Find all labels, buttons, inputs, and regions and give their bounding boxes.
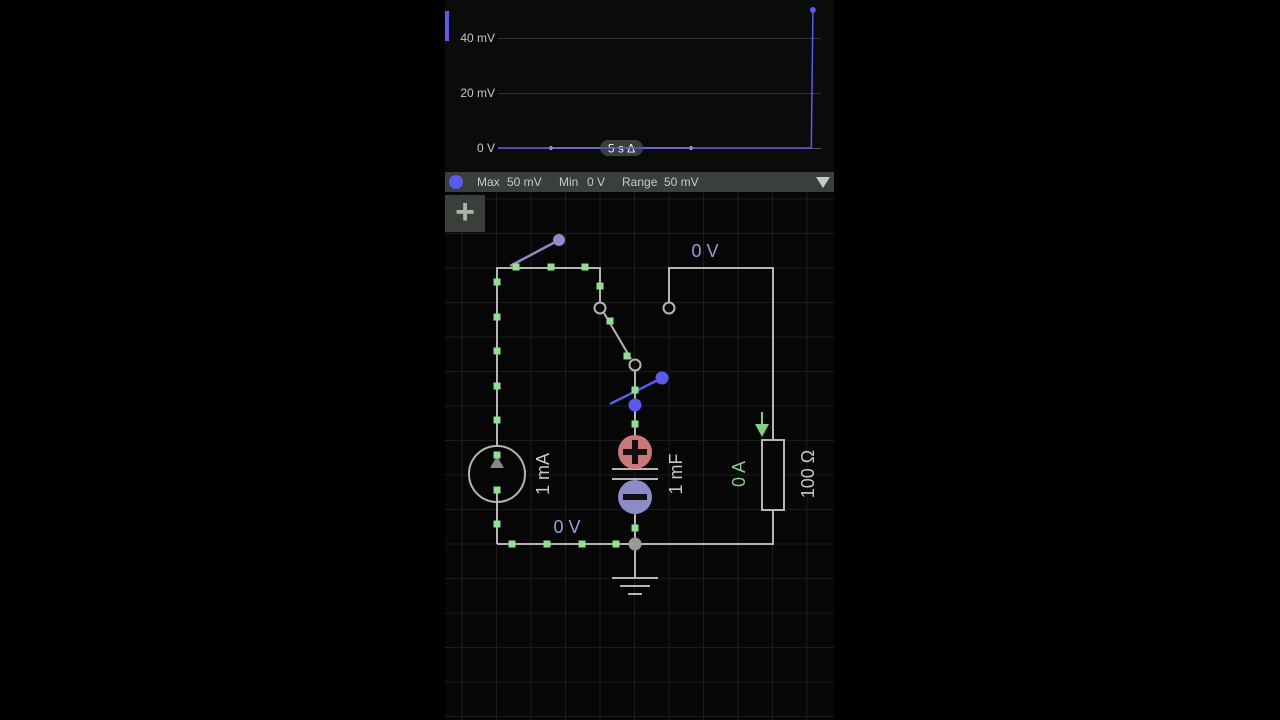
- switch-contact: [662, 301, 676, 315]
- current-flow-dot: [606, 317, 614, 325]
- y-tick-0v: 0 V: [476, 141, 495, 155]
- scope-channel-marker: [445, 11, 449, 41]
- max-label: Max: [477, 175, 500, 189]
- current-flow-dot: [493, 486, 501, 494]
- switch-handle-top: [553, 234, 565, 246]
- switch-lever-top: [509, 238, 560, 268]
- add-component-button[interactable]: +: [445, 195, 485, 232]
- current-flow-dot: [631, 420, 639, 428]
- oscilloscope-panel[interactable]: 40 mV 20 mV 0 V 5 s Δ: [445, 0, 834, 171]
- top-node-voltage: 0 V: [691, 241, 718, 261]
- y-tick-20mv: 20 mV: [460, 86, 495, 100]
- min-label: Min: [559, 175, 579, 189]
- current-flow-dot: [493, 278, 501, 286]
- current-flow-dot: [612, 540, 620, 548]
- wire-right-top: [668, 267, 774, 440]
- current-flow-dot: [493, 347, 501, 355]
- current-flow-dot: [578, 540, 586, 548]
- resistor-current: 0 A: [729, 461, 749, 487]
- min-value: 0 V: [587, 175, 606, 189]
- resistor-symbol: [761, 439, 785, 511]
- scope-trace-head: [809, 7, 816, 13]
- current-source-value: 1 mA: [533, 453, 553, 495]
- capacitor-value: 1 mF: [666, 453, 686, 494]
- switch-contact: [593, 301, 607, 315]
- current-source-arrow-icon: [490, 456, 504, 468]
- range-value: 50 mV: [664, 175, 699, 189]
- channel-color-dot[interactable]: [449, 175, 463, 189]
- current-flow-dot: [512, 263, 520, 271]
- resistor-value: 100 Ω: [798, 450, 818, 499]
- current-flow-dot: [631, 386, 639, 394]
- current-arrow-icon: [755, 424, 769, 437]
- ground-node: [628, 537, 642, 551]
- current-flow-dot: [581, 263, 589, 271]
- current-flow-dot: [493, 416, 501, 424]
- current-flow-dot: [493, 520, 501, 528]
- dropdown-triangle-icon[interactable]: [816, 177, 830, 188]
- scope-plot: 5 s Δ: [498, 7, 821, 156]
- current-flow-dot: [508, 540, 516, 548]
- circuit-simulator-app: 40 mV 20 mV 0 V 5 s Δ Max 50 mV Min 0 V …: [445, 0, 834, 720]
- max-value: 50 mV: [507, 175, 542, 189]
- scope-trace: [498, 9, 814, 149]
- probe-point: [628, 398, 642, 412]
- circuit-canvas[interactable]: 0 V 0 V 1 mA 1 mF 0 A 100 Ω: [445, 192, 834, 720]
- bottom-node-voltage: 0 V: [553, 517, 580, 537]
- current-flow-dot: [596, 282, 604, 290]
- current-flow-dot: [547, 263, 555, 271]
- y-tick-40mv: 40 mV: [460, 31, 495, 45]
- switch-contact: [628, 358, 642, 372]
- range-label: Range: [622, 175, 658, 189]
- wire-bottom: [497, 510, 774, 545]
- current-flow-dot: [631, 524, 639, 532]
- scope-status-bar: Max 50 mV Min 0 V Range 50 mV: [445, 172, 834, 192]
- current-flow-dot: [493, 382, 501, 390]
- current-flow-dot: [493, 451, 501, 459]
- probe-handle: [655, 371, 669, 385]
- current-flow-dot: [543, 540, 551, 548]
- current-flow-dot: [493, 313, 501, 321]
- current-flow-dot: [623, 352, 631, 360]
